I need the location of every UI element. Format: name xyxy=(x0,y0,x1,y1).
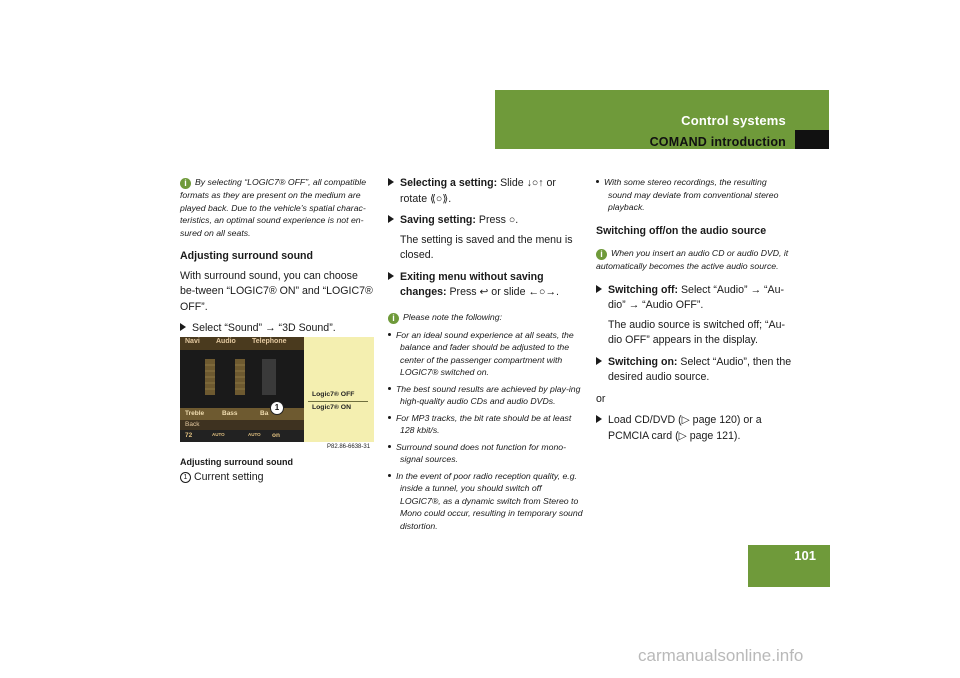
option-panel xyxy=(304,337,374,442)
menu-bass: Bass xyxy=(222,410,238,417)
tab-audio: Audio xyxy=(216,338,236,345)
page-number: 101 xyxy=(794,548,816,563)
info-note-text: By selecting “LOGIC7® OFF”, all compatib… xyxy=(180,177,367,238)
menu-row: Treble Bass Ba xyxy=(180,408,304,420)
header-marker xyxy=(795,130,829,149)
step-arrow-icon xyxy=(388,215,394,223)
step-text: Select “Audio” → “Au-dio” → “Audio OFF”. xyxy=(608,283,785,312)
info-note-text: When you insert an audio CD or audio DVD… xyxy=(596,248,789,271)
list-item-text: For an ideal sound experience at all sea… xyxy=(396,329,574,378)
step-selecting: Selecting a setting: Slide ↓○↑ or rotate… xyxy=(388,176,584,207)
legend-text: Current setting xyxy=(194,471,264,483)
step-text: Slide ↓○↑ or rotate ⟪○⟫. xyxy=(400,177,556,205)
bullet-dot xyxy=(388,444,391,448)
status-auto-1: AUTO xyxy=(212,432,225,437)
step-label: Saving setting: xyxy=(400,214,476,226)
step-label: Exiting menu without saving changes: xyxy=(400,270,544,299)
option-divider xyxy=(308,401,368,402)
watermark: carmanualsonline.info xyxy=(638,646,804,665)
callout-marker: 1 xyxy=(270,401,284,415)
bullet-dot xyxy=(388,473,391,477)
subsection-title: COMAND introduction xyxy=(649,135,786,149)
step-arrow-icon xyxy=(596,415,602,423)
status-row: 72 AUTO AUTO on xyxy=(180,430,304,442)
step-select-sound: Select “Sound” → “3D Sound”. xyxy=(180,321,376,337)
list-item: For MP3 tracks, the bit rate should be a… xyxy=(388,412,584,437)
step-arrow-icon xyxy=(388,271,394,280)
step-label: Switching off: xyxy=(608,283,679,296)
step-result: The setting is saved and the menu is clo… xyxy=(400,233,573,262)
column-3: With some stereo recordings, the resulti… xyxy=(596,176,792,444)
step-text: Select “Sound” → “3D Sound”. xyxy=(192,322,336,334)
figure-code: P82.86-6638-31 xyxy=(327,444,371,450)
step-text: Select “Audio”, then the desired audio s… xyxy=(608,355,792,384)
list-item-text: The best sound results are achieved by p… xyxy=(396,383,581,407)
bullet-dot xyxy=(388,332,391,336)
status-temp: 72 xyxy=(185,432,193,439)
step-exiting: Exiting menu without saving changes: Pre… xyxy=(388,270,584,301)
header-band xyxy=(495,90,829,149)
menu-back-label: Back xyxy=(185,421,200,428)
step-switch-on: Switching on: Select “Audio”, then the d… xyxy=(596,355,792,386)
list-item: In the event of poor radio reception qua… xyxy=(388,470,584,533)
status-on: on xyxy=(272,432,280,439)
info-note: i Please note the following: xyxy=(388,311,584,324)
section-heading: Switching off/on the audio source xyxy=(596,224,767,237)
column-2: Selecting a setting: Slide ↓○↑ or rotate… xyxy=(388,176,584,536)
tab-navi: Navi xyxy=(185,338,200,345)
menu-treble: Treble xyxy=(185,410,205,417)
step-text: Load CD/DVD (▷ page 120) or a PCMCIA car… xyxy=(608,414,762,442)
info-note-text: Please note the following: xyxy=(403,311,503,322)
note-bullets: For an ideal sound experience at all sea… xyxy=(388,329,584,533)
tab-telephone: Telephone xyxy=(252,338,287,345)
section-heading: Adjusting surround sound xyxy=(180,250,313,262)
option-logic7-on: Logic7® ON xyxy=(312,404,351,411)
list-item: Surround sound does not function for mon… xyxy=(388,441,584,466)
step-arrow-icon xyxy=(180,323,186,331)
page-number-band xyxy=(748,545,830,587)
info-icon: i xyxy=(596,249,607,260)
bullet-dot xyxy=(388,386,391,390)
list-item-text: For MP3 tracks, the bit rate should be a… xyxy=(396,412,572,436)
section-title: Control systems xyxy=(681,113,786,128)
info-icon: i xyxy=(180,178,191,189)
list-item: For an ideal sound experience at all sea… xyxy=(388,329,584,379)
list-item: The best sound results are achieved by p… xyxy=(388,383,584,408)
menu-back: Back xyxy=(180,420,304,430)
menu-balance: Ba xyxy=(260,410,269,417)
figure-caption: Adjusting surround sound xyxy=(180,457,293,467)
equalizer-graphic xyxy=(205,359,276,395)
legend-number: 1 xyxy=(180,472,191,483)
step-result: The audio source is switched off; “Au-di… xyxy=(608,318,786,347)
step-arrow-icon xyxy=(596,284,602,293)
bullet-dot xyxy=(388,415,391,419)
display-screenshot: Navi Audio Telephone Treble Bass Ba Back… xyxy=(180,337,374,442)
info-icon: i xyxy=(388,312,399,324)
step-label: Switching on: xyxy=(608,355,678,368)
option-logic7-off: Logic7® OFF xyxy=(312,391,355,398)
list-item-text: In the event of poor radio reception qua… xyxy=(396,470,583,531)
list-item-text: Surround sound does not function for mon… xyxy=(396,441,566,465)
step-switch-off: Switching off: Select “Audio” → “Au-dio”… xyxy=(596,283,792,314)
step-text: Press ○. xyxy=(478,214,519,226)
list-item: With some stereo recordings, the resulti… xyxy=(596,176,792,214)
bullet-dot xyxy=(596,180,599,183)
list-item-text: With some stereo recordings, the resulti… xyxy=(604,177,779,212)
step-arrow-icon xyxy=(596,356,602,365)
status-auto-2: AUTO xyxy=(248,432,261,437)
step-arrow-icon xyxy=(388,178,394,186)
step-saving: Saving setting: Press ○. xyxy=(388,213,584,229)
display-tabs: Navi Audio Telephone xyxy=(180,337,304,350)
step-load: Load CD/DVD (▷ page 120) or a PCMCIA car… xyxy=(596,413,792,444)
step-text: Press ↩ or slide ←○→. xyxy=(449,286,559,298)
or-text: or xyxy=(596,392,606,405)
body-paragraph: With surround sound, you can choose be-t… xyxy=(180,269,373,313)
step-label: Selecting a setting: xyxy=(400,177,498,189)
